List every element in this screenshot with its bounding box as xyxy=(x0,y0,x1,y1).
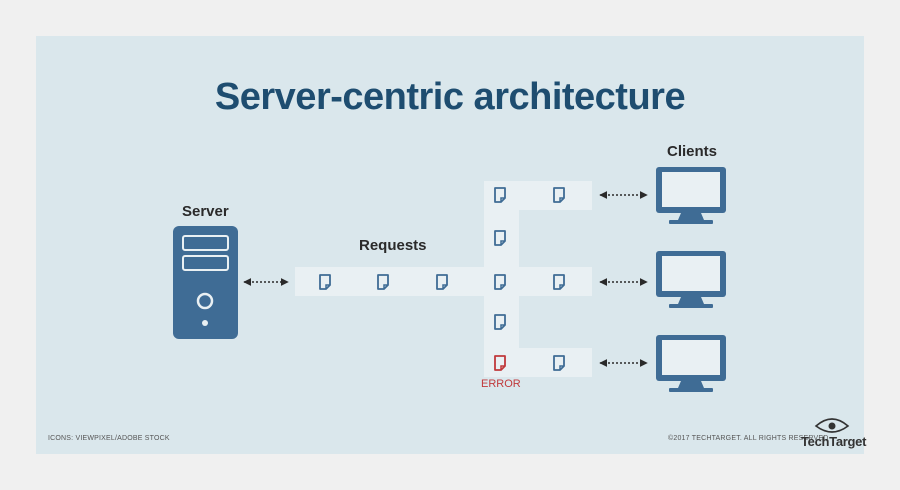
error-label: ERROR xyxy=(481,378,521,390)
request-track-vertical xyxy=(484,181,519,377)
clients-label: Clients xyxy=(667,143,718,160)
request-pipeline xyxy=(295,181,592,377)
request-documents xyxy=(319,187,565,371)
error-document-icon xyxy=(494,355,506,371)
request-track-main xyxy=(295,267,592,296)
desktop-monitor-icon xyxy=(656,335,726,392)
request-track-bottom xyxy=(484,348,592,377)
requests-label: Requests xyxy=(359,237,427,254)
brand-logo-text: TechTarget xyxy=(801,434,867,449)
diagram-title: Server-centric architecture xyxy=(214,76,686,118)
desktop-monitor-icon xyxy=(656,167,726,224)
connection-arrows xyxy=(243,191,648,367)
server-label: Server xyxy=(182,203,229,220)
copyright-notice: ©2017 TECHTARGET. ALL RIGHTS RESERVED xyxy=(668,435,829,442)
eye-logo-icon xyxy=(814,418,850,433)
icons-credit: ICONS: VIEWPIXEL/ADOBE STOCK xyxy=(48,435,170,442)
request-track-top xyxy=(484,181,592,210)
server-tower-icon xyxy=(173,226,238,339)
desktop-monitor-icon xyxy=(656,251,726,308)
